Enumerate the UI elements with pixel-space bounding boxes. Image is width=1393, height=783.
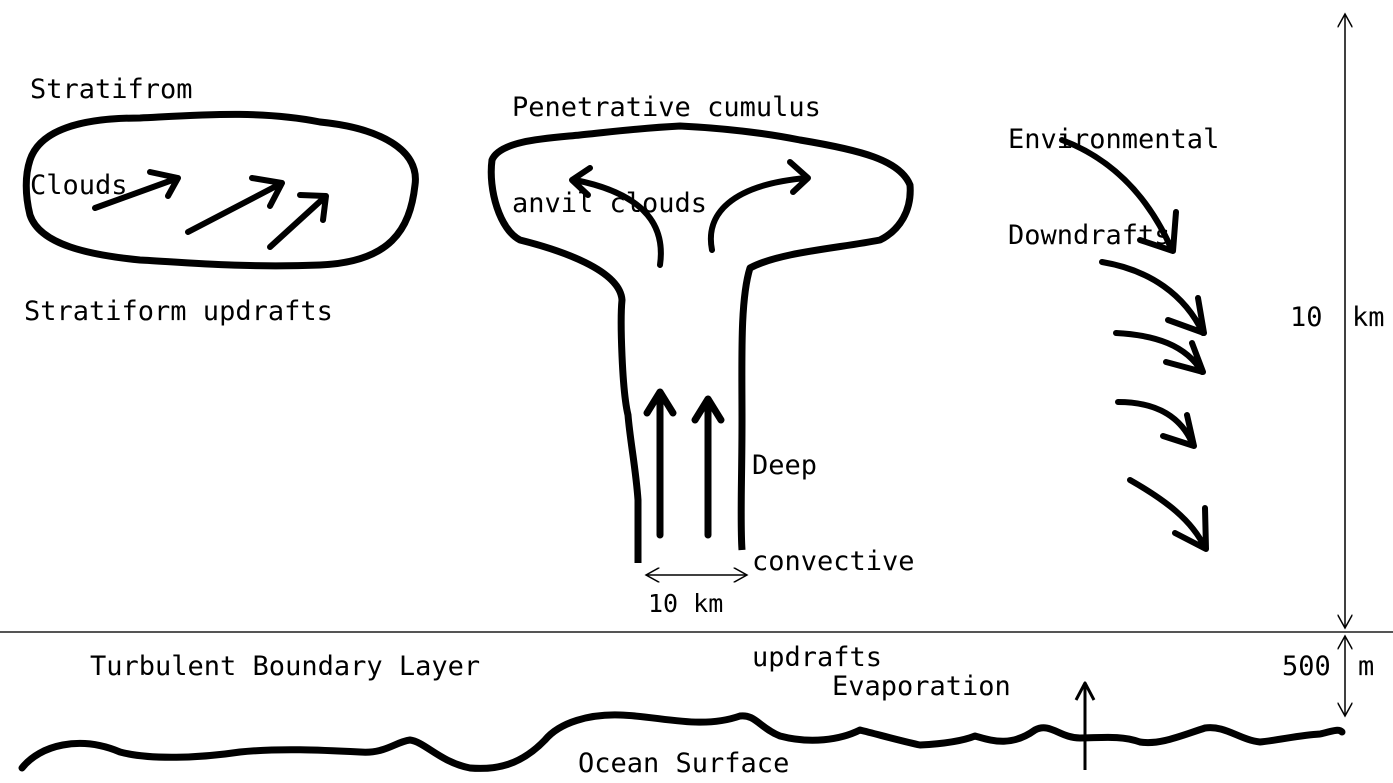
boundary-layer-height-value: 500 — [1282, 651, 1331, 683]
evaporation-label: Evaporation — [832, 671, 1011, 703]
deep-updraft-arrow-1 — [647, 392, 673, 535]
environmental-downdrafts-line-2: Downdrafts — [1008, 220, 1219, 252]
stratiform-updrafts-label: Stratiform updrafts — [24, 296, 333, 328]
downdraft-arrow-4 — [1118, 402, 1194, 446]
anvil-clouds-label: Penetrative cumulus anvil clouds — [512, 28, 821, 284]
deep-updraft-arrows — [647, 392, 721, 535]
environmental-downdrafts-label: Environmental Downdrafts — [1008, 60, 1219, 316]
anvil-clouds-line-2: anvil clouds — [512, 188, 821, 220]
environmental-downdrafts-line-1: Environmental — [1008, 124, 1219, 156]
anvil-clouds-line-1: Penetrative cumulus — [512, 92, 821, 124]
boundary-layer-height-unit: m — [1358, 651, 1374, 683]
troposphere-height-unit: km — [1352, 302, 1385, 334]
stratiform-clouds-label: Stratifrom Clouds — [30, 10, 193, 266]
stratiform-arrow-2 — [188, 178, 282, 232]
deep-convective-line-3: updrafts — [752, 642, 915, 674]
downdraft-arrow-3 — [1116, 333, 1203, 372]
downdraft-arrow-5 — [1130, 480, 1206, 549]
deep-convective-line-2: convective — [752, 546, 915, 578]
ocean-surface-label: Ocean Surface — [578, 748, 789, 780]
deep-convective-line-1: Deep — [752, 450, 915, 482]
column-width-label: 10 km — [648, 588, 723, 620]
troposphere-height-value: 10 — [1290, 302, 1323, 334]
stratiform-clouds-line-2: Clouds — [30, 170, 193, 202]
deep-updraft-arrow-2 — [695, 399, 721, 535]
evaporation-arrow — [1076, 683, 1094, 770]
stratiform-clouds-line-1: Stratifrom — [30, 74, 193, 106]
boundary-layer-label: Turbulent Boundary Layer — [90, 651, 480, 683]
stratiform-arrow-3 — [270, 195, 326, 247]
